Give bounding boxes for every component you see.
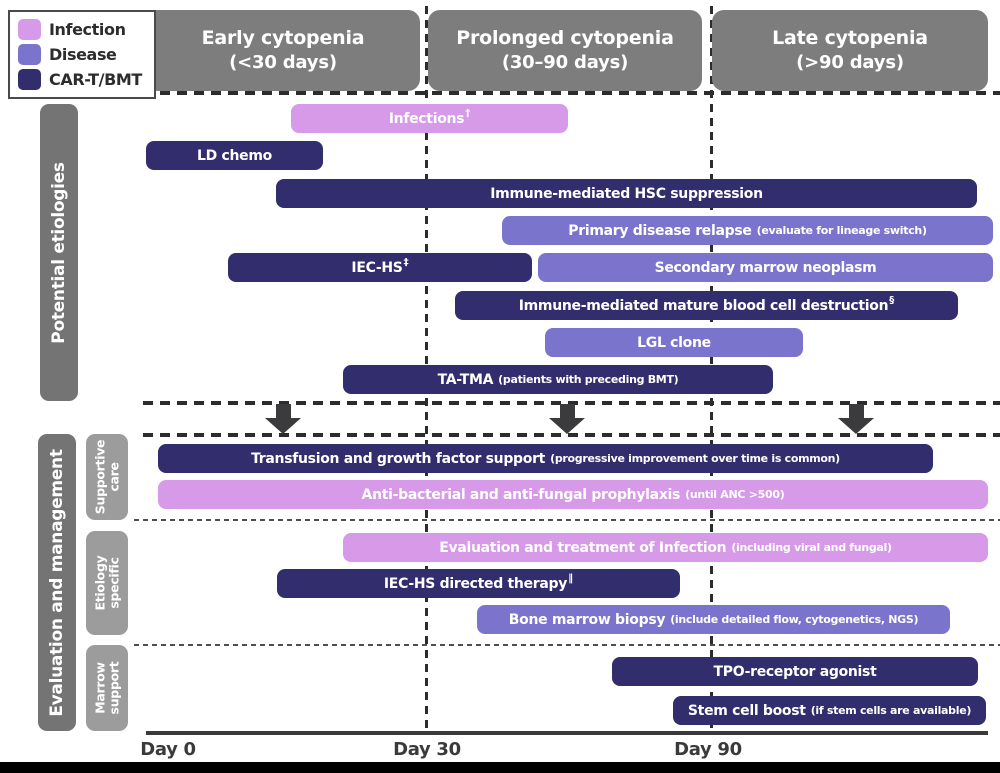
bar-label: Infections <box>388 110 465 127</box>
legend-label: Disease <box>49 45 117 64</box>
legend-label: Infection <box>49 20 126 39</box>
arrow-head <box>549 418 585 434</box>
bar-label: Stem cell boost <box>687 702 806 719</box>
down-arrow-icon <box>549 404 585 434</box>
bar-label: IEC-HS directed therapy <box>383 575 568 592</box>
timeline-bar-anti-bacterial-anti-fungal-prophylaxis: Anti-bacterial and anti-fungal prophylax… <box>158 480 988 509</box>
timeline-bar-hsc-suppression: Immune-mediated HSC suppression <box>276 179 977 208</box>
section-label-text: Evaluation and management <box>47 448 67 717</box>
section-label-text: Potential etiologies <box>49 161 69 344</box>
subsection-label-text: Etiology specific <box>92 555 121 611</box>
bar-label: Primary disease relapse <box>568 222 752 239</box>
axis-label-day-30: Day 30 <box>393 739 461 760</box>
bar-label: LD chemo <box>197 147 272 164</box>
timeline-bar-mature-blood-cell-destruction: Immune-mediated mature blood cell destru… <box>455 291 958 320</box>
bar-note: (evaluate for lineage switch) <box>756 224 927 237</box>
column-subtitle: (>90 days) <box>796 52 904 74</box>
arrow-head <box>265 418 301 434</box>
arrow-stem <box>559 404 575 418</box>
bar-note: (progressive improvement over time is co… <box>550 452 840 465</box>
bar-footnote-marker: § <box>889 295 895 306</box>
disease-color-swatch <box>18 44 41 65</box>
subsection-label-text: Supportive care <box>92 439 121 515</box>
subsection-label-etiology-specific: Etiology specific <box>86 531 128 635</box>
bar-label: Secondary marrow neoplasm <box>654 259 877 276</box>
subsection-label-supportive-care: Supportive care <box>86 434 128 520</box>
bar-footnote-marker: ‡ <box>403 257 409 268</box>
section-label-potential-etiologies: Potential etiologies <box>40 104 78 401</box>
legend: Infection Disease CAR-T/BMT <box>8 10 156 99</box>
bar-label: TA-TMA <box>437 371 494 388</box>
thin-dashed-divider <box>134 644 1000 646</box>
infection-color-swatch <box>18 19 41 40</box>
timeline-bar-iec-hs-directed-therapy: IEC-HS directed therapy‖ <box>277 569 680 598</box>
timeline-bar-transfusion-growth-factor-support: Transfusion and growth factor support (pr… <box>158 444 933 473</box>
bar-label: IEC-HS <box>351 259 403 276</box>
bold-dashed-divider <box>143 401 1000 405</box>
bar-note: (patients with preceding BMT) <box>498 373 679 386</box>
column-subtitle: (<30 days) <box>229 52 337 74</box>
bar-footnote-marker: † <box>465 108 471 119</box>
timeline-bar-infections: Infections† <box>291 104 568 133</box>
column-title: Late cytopenia <box>772 27 928 50</box>
bar-label: TPO-receptor agonist <box>713 663 877 680</box>
bar-label: LGL clone <box>637 334 711 351</box>
timeline-bar-primary-disease-relapse: Primary disease relapse (evaluate for lin… <box>502 216 993 245</box>
subsection-label-marrow-support: Marrow support <box>86 645 128 731</box>
bar-label: Transfusion and growth factor support <box>251 450 546 467</box>
down-arrow-icon <box>265 404 301 434</box>
bar-note: (including viral and fungal) <box>731 541 892 554</box>
arrow-stem <box>275 404 291 418</box>
legend-item-cart-bmt: CAR-T/BMT <box>18 69 146 90</box>
bold-dashed-divider <box>143 91 1000 95</box>
legend-item-infection: Infection <box>18 19 146 40</box>
bar-footnote-marker: ‖ <box>568 573 574 584</box>
column-title: Early cytopenia <box>201 27 365 50</box>
legend-label: CAR-T/BMT <box>49 70 142 89</box>
bar-label: Immune-mediated HSC suppression <box>490 185 763 202</box>
timeline-bar-ta-tma: TA-TMA (patients with preceding BMT) <box>343 365 773 394</box>
timeline-bar-evaluation-treatment-infection: Evaluation and treatment of Infection (in… <box>343 533 988 562</box>
bar-label: Anti-bacterial and anti-fungal prophylax… <box>361 486 681 503</box>
timeline-axis <box>146 731 988 735</box>
bold-dashed-divider <box>143 433 1000 437</box>
bottom-black-strip <box>0 762 1000 773</box>
legend-item-disease: Disease <box>18 44 146 65</box>
section-label-evaluation-management: Evaluation and management <box>38 434 76 731</box>
cart-bmt-color-swatch <box>18 69 41 90</box>
timeline-bar-tpo-receptor-agonist: TPO-receptor agonist <box>612 657 978 686</box>
timeline-bar-secondary-marrow-neoplasm: Secondary marrow neoplasm <box>538 253 993 282</box>
column-header-1: Early cytopenia(<30 days) <box>146 10 420 91</box>
axis-label-day-90: Day 90 <box>674 739 742 760</box>
thin-dashed-divider <box>134 519 1000 521</box>
arrow-head <box>838 418 874 434</box>
arrow-stem <box>848 404 864 418</box>
column-header-2: Prolonged cytopenia(30–90 days) <box>428 10 702 91</box>
timeline-bar-ld-chemo: LD chemo <box>146 141 323 170</box>
bar-note: (include detailed flow, cytogenetics, NG… <box>670 613 919 626</box>
down-arrow-icon <box>838 404 874 434</box>
bar-note: (if stem cells are available) <box>810 704 972 717</box>
bar-label: Bone marrow biopsy <box>508 611 666 628</box>
bar-label: Evaluation and treatment of Infection <box>439 539 727 556</box>
timeline-bar-lgl-clone: LGL clone <box>545 328 803 357</box>
timeline-bar-stem-cell-boost: Stem cell boost (if stem cells are availa… <box>673 696 986 725</box>
timeline-bar-bone-marrow-biopsy: Bone marrow biopsy (include detailed flow… <box>477 605 950 634</box>
column-title: Prolonged cytopenia <box>456 27 674 50</box>
bar-note: (until ANC >500) <box>685 488 785 501</box>
timeline-bar-iec-hs: IEC-HS‡ <box>228 253 532 282</box>
column-subtitle: (30–90 days) <box>501 52 629 74</box>
column-header-3: Late cytopenia(>90 days) <box>712 10 988 91</box>
subsection-label-text: Marrow support <box>92 661 121 715</box>
axis-label-day-0: Day 0 <box>140 739 196 760</box>
bar-label: Immune-mediated mature blood cell destru… <box>518 297 889 314</box>
